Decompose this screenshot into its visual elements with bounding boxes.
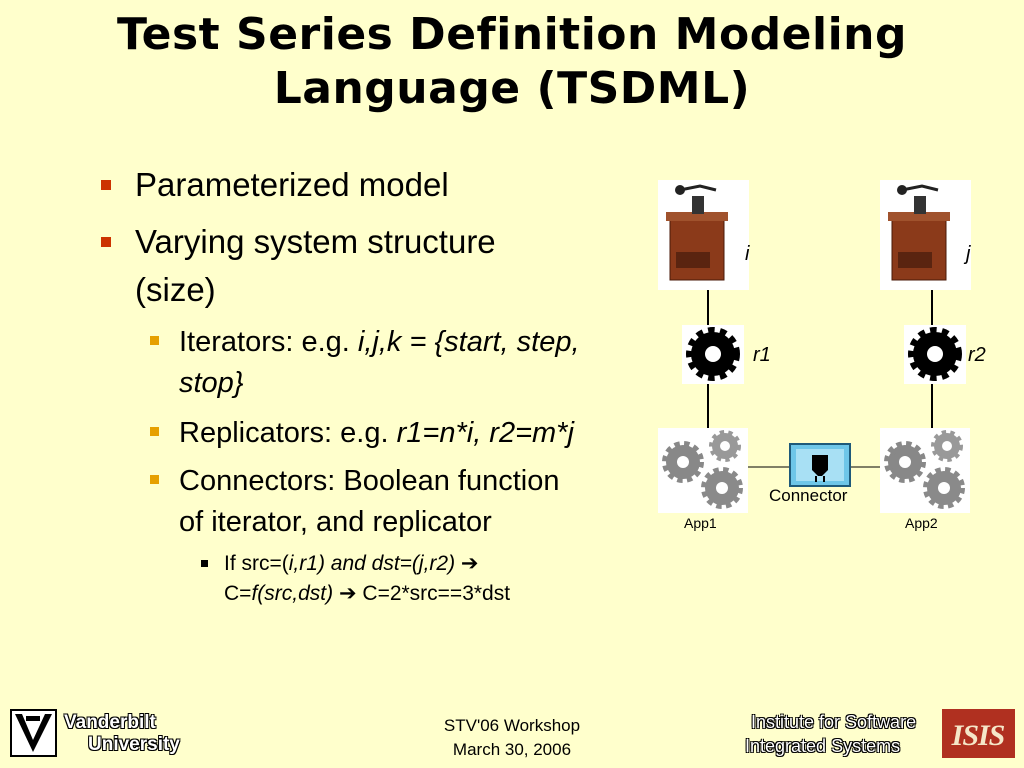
label-i: i bbox=[745, 243, 750, 265]
title-line-2: Language (TSDML) bbox=[273, 63, 751, 114]
bullet-connectors-line2: of iterator, and replicator bbox=[179, 506, 492, 538]
vanderbilt-line2: University bbox=[88, 734, 180, 755]
isis-name: Institute for Software Integrated System… bbox=[745, 710, 916, 758]
c-eq-text: C= bbox=[224, 582, 252, 605]
replicators-expr: r1=n*i, r2=m*j bbox=[396, 417, 574, 449]
svg-text:ISIS: ISIS bbox=[951, 719, 1005, 752]
connector-label: Connector bbox=[769, 486, 848, 505]
gear-icon-r1 bbox=[682, 325, 744, 384]
sub-bullet-marker bbox=[150, 427, 159, 436]
footer-date: March 30, 2006 bbox=[452, 740, 572, 759]
if-src-expr: i,r1) and dst=(j,r2) bbox=[288, 552, 456, 575]
bullet-parameterized: Parameterized model bbox=[135, 166, 449, 203]
grinder-icon-j bbox=[880, 180, 971, 290]
bullet-connectors-line1: Connectors: Boolean function bbox=[179, 465, 560, 497]
bullet-marker bbox=[101, 237, 111, 247]
plug-icon bbox=[789, 443, 851, 487]
bullet-marker bbox=[101, 180, 111, 190]
bullet-iterators: Iterators: e.g. i,j,k = {start, step, bbox=[179, 322, 580, 362]
grinder-icon-i bbox=[658, 180, 749, 290]
app-gears-icon-2 bbox=[880, 428, 970, 513]
label-r2: r2 bbox=[968, 344, 986, 366]
bullet-iterators-cont: stop} bbox=[179, 363, 244, 403]
isis-logo-icon: ISIS bbox=[942, 709, 1015, 758]
iterators-expr: i,j,k = {start, step, bbox=[357, 326, 580, 358]
arrow-right-icon: ➔ bbox=[338, 582, 357, 605]
arrow-right-icon: ➔ bbox=[460, 552, 479, 575]
c-result-text: C=2*src==3*dst bbox=[356, 582, 511, 605]
footer-center: STV'06 Workshop March 30, 2006 bbox=[412, 714, 612, 762]
isis-line2: Integrated Systems bbox=[745, 736, 901, 756]
bullet-replicators: Replicators: e.g. r1=n*i, r2=m*j bbox=[179, 413, 574, 453]
slide-title: Test Series Definition Modeling Language… bbox=[0, 8, 1024, 116]
bullet-varying-line1: Varying system structure bbox=[135, 223, 496, 260]
title-line-1: Test Series Definition Modeling bbox=[116, 9, 908, 60]
sub-bullet-marker bbox=[150, 475, 159, 484]
label-j: j bbox=[966, 243, 971, 265]
if-src-text: If src=( bbox=[224, 552, 289, 575]
bullet-varying-line2: (size) bbox=[135, 271, 216, 308]
label-r1: r1 bbox=[753, 344, 771, 366]
app-gears-icon-1 bbox=[658, 428, 748, 513]
app1-label: App1 bbox=[684, 515, 717, 531]
iterators-expr-cont: stop} bbox=[179, 367, 244, 399]
bullet-if-src-cont: C=f(src,dst) ➔ C=2*src==3*dst bbox=[224, 580, 510, 607]
gear-icon-r2 bbox=[904, 325, 966, 384]
vanderbilt-name: Vanderbilt University bbox=[64, 712, 180, 756]
vanderbilt-line1: Vanderbilt bbox=[64, 712, 156, 733]
iterators-label: Iterators: e.g. bbox=[179, 326, 358, 358]
app2-label: App2 bbox=[905, 515, 938, 531]
bullet-if-src: If src=(i,r1) and dst=(j,r2) ➔ bbox=[224, 550, 479, 577]
sub-sub-bullet-marker bbox=[201, 560, 208, 567]
vanderbilt-logo-icon bbox=[10, 709, 57, 757]
replicators-label: Replicators: e.g. bbox=[179, 417, 397, 449]
isis-line1: Institute for Software bbox=[751, 712, 917, 732]
footer-workshop: STV'06 Workshop bbox=[443, 716, 581, 735]
sub-bullet-marker bbox=[150, 336, 159, 345]
f-expr: f(src,dst) bbox=[251, 582, 334, 605]
